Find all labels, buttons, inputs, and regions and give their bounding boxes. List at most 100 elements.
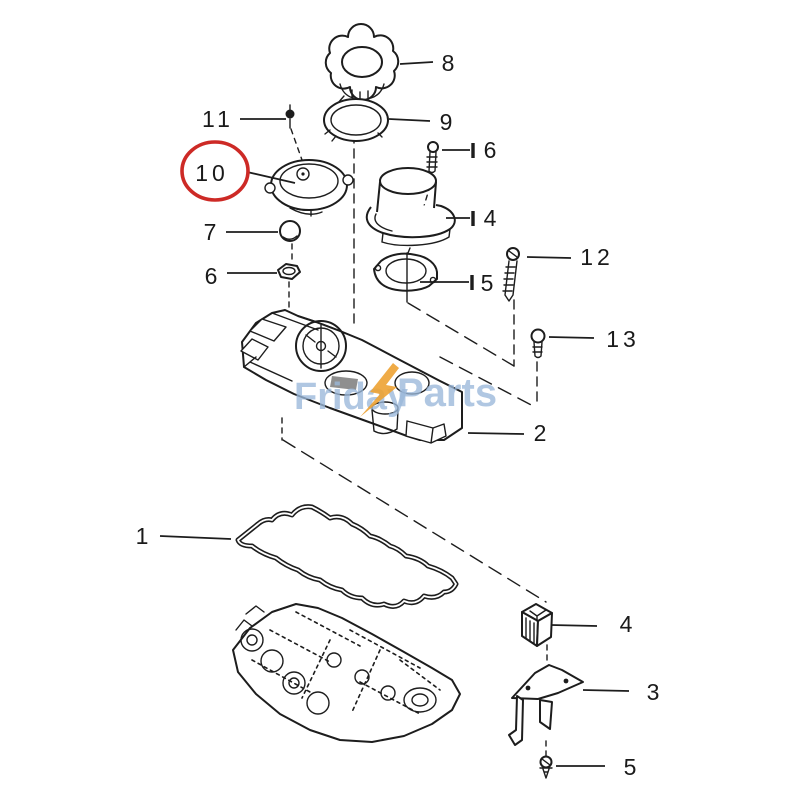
part-8-oil-filler-cap — [324, 23, 400, 104]
axis-diagonal-bolt12 — [407, 302, 515, 367]
cover-boss-outer — [295, 320, 347, 372]
bolt12-head-slot — [508, 250, 518, 258]
breather-skirt — [281, 202, 328, 215]
ball-outline — [279, 220, 301, 242]
cover-bump-1 — [249, 318, 287, 342]
callout-label-12: 12 — [580, 244, 614, 270]
callout-label-6-right: 6 — [484, 137, 501, 163]
callout-label-4-lower: 4 — [620, 611, 637, 637]
callout-label-9: 9 — [440, 109, 457, 135]
cover-boss-spokes — [305, 324, 337, 369]
leader-9 — [388, 118, 431, 122]
bracket-hole-left — [525, 685, 531, 691]
pin-head — [285, 109, 295, 119]
part-1-cover-gasket — [235, 504, 459, 609]
callout-label-2: 2 — [534, 420, 551, 446]
cover-side-tab — [405, 420, 447, 444]
cover-bump-2 — [240, 338, 269, 361]
axis-diagonal-bolt13 — [439, 356, 538, 409]
part-9-cap-gasket — [323, 98, 389, 142]
part-5-gasket-oval — [373, 252, 438, 303]
gasket-ring-ticks — [324, 129, 383, 142]
gasket-ring-inner — [330, 104, 382, 136]
bolt13-shank — [532, 341, 543, 359]
breather-cap-dot — [301, 172, 305, 176]
bracket-right-leg — [539, 699, 553, 730]
nut-hole — [282, 266, 296, 276]
callout-label-11: 11 — [202, 106, 234, 132]
head-bore-3-inner — [288, 677, 300, 689]
head-port-2 — [354, 669, 370, 685]
callout-label-10: 10 — [195, 160, 229, 186]
head-bore-1-inner — [246, 634, 258, 646]
part-6-nut-left — [277, 263, 301, 280]
stud-shank — [426, 151, 438, 174]
watermark-text-left: Friday — [294, 376, 408, 418]
cover-breather-body — [371, 409, 399, 435]
watermark-lightning-bolt-icon — [360, 363, 399, 417]
part-3-bracket — [508, 664, 584, 746]
breather-cap-rim — [279, 163, 339, 199]
axis-diagonal-main — [282, 439, 547, 603]
watermark: Friday Parts — [294, 363, 497, 418]
head-bore-2 — [260, 649, 284, 673]
nut-body — [277, 263, 301, 280]
callout-label-3: 3 — [647, 679, 664, 705]
oval-gasket-hole-left — [374, 264, 382, 272]
leader-2 — [467, 432, 525, 435]
axis-pin-to-cap — [290, 128, 303, 161]
callout-label-4-right: 4 — [484, 205, 501, 231]
cap-center-knob — [341, 46, 383, 78]
part-7-ball — [279, 220, 301, 242]
leader-lines — [159, 61, 630, 767]
head-top-forks — [235, 605, 265, 631]
gasket-outline-core — [236, 505, 458, 608]
highlight-circle-part-10 — [180, 140, 250, 202]
part-11-pin — [285, 104, 295, 129]
part-4-cushion-block — [521, 603, 553, 647]
callout-label-5-mid: 5 — [481, 270, 498, 296]
leader-4-lower — [550, 624, 598, 627]
head-bore-3 — [282, 671, 306, 695]
part-2-valve-cover — [240, 309, 463, 444]
oval-gasket-bore — [385, 258, 427, 284]
leader-12 — [526, 256, 572, 259]
bolt13-head — [530, 328, 546, 344]
head-right-lobe-inner — [411, 693, 429, 707]
head-bore-4 — [306, 691, 330, 715]
cover-oil-hole — [394, 371, 430, 395]
callout-label-1: 1 — [136, 523, 153, 549]
part-10-breather-cap — [264, 159, 354, 215]
cap-skirt — [339, 83, 385, 100]
part-12-long-bolt — [502, 247, 520, 302]
bracket-hole-right — [563, 678, 569, 684]
breather-right-tab — [342, 174, 354, 186]
gasket-ring-outer — [323, 98, 389, 142]
callout-label-5-bottom: 5 — [624, 754, 641, 780]
bracket-plate — [511, 664, 584, 700]
part-6-stud-right — [426, 141, 439, 174]
callout-label-6-left: 6 — [205, 263, 222, 289]
cylinder-flange-lip — [374, 213, 451, 247]
bracket-left-leg — [508, 695, 524, 746]
cube-detail — [525, 609, 547, 644]
ball-shade — [282, 235, 298, 240]
head-right-lobe — [403, 687, 437, 713]
cover-top-ridge — [271, 312, 363, 341]
part-13-bolt — [530, 328, 546, 359]
leader-8 — [399, 61, 434, 65]
head-web-lines — [251, 611, 441, 715]
breather-cap-nipple — [296, 167, 310, 181]
watermark-text-right: Parts — [397, 371, 497, 415]
leader-13 — [548, 336, 595, 339]
cover-filler-dark-plate — [330, 376, 358, 390]
breather-left-tab — [264, 182, 276, 194]
leader-3 — [582, 689, 630, 692]
callout-label-13: 13 — [606, 326, 640, 352]
cylinder-flange — [365, 204, 456, 239]
stud-head — [427, 141, 439, 153]
part-5-screw-bottom — [539, 755, 553, 779]
cylinder-top — [379, 167, 437, 195]
